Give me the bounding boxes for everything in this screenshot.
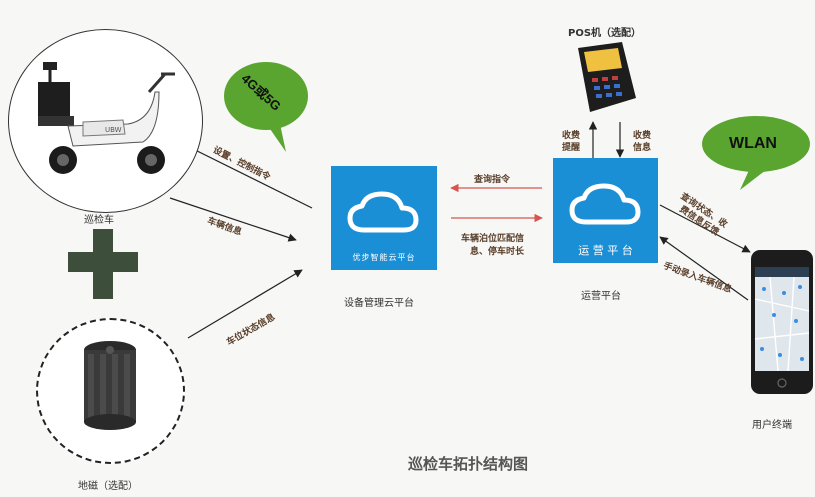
cloud-icon [569,183,641,225]
arrow-set-control [174,139,313,209]
edge-label-fee-info: 收费信息 [632,131,651,153]
edge-label-match-info-2: 息、停车时长 [470,247,525,257]
edge-label-fee-reminder: 收费提醒 [561,131,580,153]
device-cloud-tile-text: 优步智能云平台 [352,253,416,262]
edge-label-match-info-1: 车辆泊位匹配信 [461,234,525,244]
scooter-icon: UBW [38,62,175,174]
operation-platform-tile: 运 营 平 台 [553,158,658,263]
mobile-network-bubble [224,62,308,152]
arrow-query-status [659,204,751,253]
patrol-car-label: 巡检车 [84,215,114,226]
pos-label: POS机（选配） [568,28,642,39]
operation-platform-label: 运营平台 [581,291,621,302]
smartphone-icon [751,250,813,394]
arrow-vehicle-info [169,197,297,242]
operation-tile-text: 运 营 平 台 [578,244,633,257]
edge-label-query-cmd: 查询指令 [474,175,511,185]
svg-text:UBW: UBW [105,126,122,134]
patrol-car-circle: UBW [8,29,203,213]
device-cloud-tile: 优步智能云平台 [331,166,437,270]
geomagnetic-label: 地磁（选配） [78,481,138,492]
wlan-text: WLAN [729,135,777,152]
user-terminal-label: 用户终端 [752,420,792,431]
wlan-bubble [702,116,810,190]
plus-icon [68,229,138,299]
cloud-icon [347,191,419,233]
geomagnetic-circle [36,318,185,464]
device-cloud-label: 设备管理云平台 [344,298,414,309]
arrow-manual-entry [659,236,749,301]
geomagnetic-sensor-icon [84,341,136,430]
diagram-title: 巡检车拓扑结构图 [408,455,529,473]
pos-terminal-icon [578,42,636,112]
arrow-parking-status [187,269,303,339]
